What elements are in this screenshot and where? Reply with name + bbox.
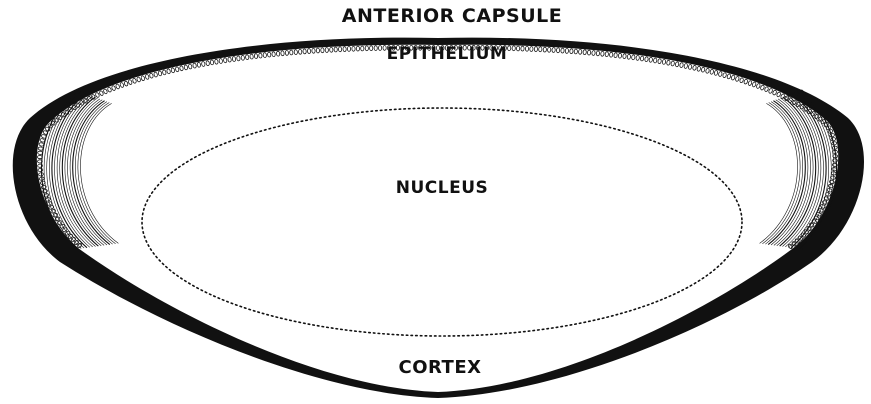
cortex-label: CORTEX xyxy=(398,359,481,377)
lens-cortex-region xyxy=(37,45,838,392)
epithelium-label: EPITHELIUM xyxy=(387,46,508,63)
anterior-capsule-label: ANTERIOR CAPSULE xyxy=(342,7,562,26)
nucleus-label: NUCLEUS xyxy=(396,180,489,197)
